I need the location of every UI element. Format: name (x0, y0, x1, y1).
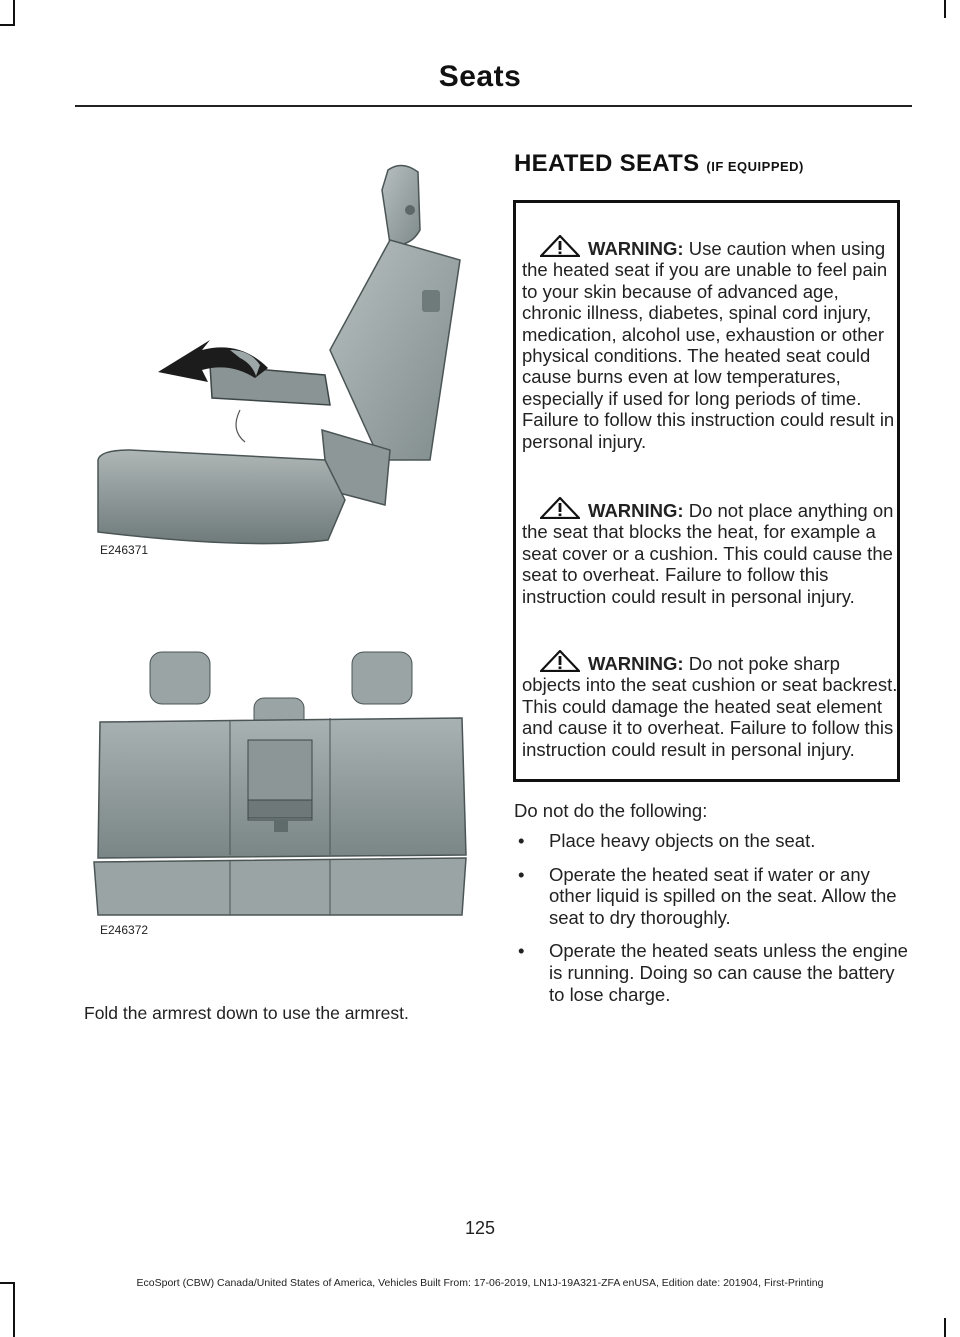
figure-code-1: E246371 (100, 543, 149, 557)
crop-mark-top-left-v (13, 0, 15, 26)
section-title-text: HEATED SEATS (514, 150, 700, 177)
list-item-text: Operate the heated seats unless the engi… (549, 940, 908, 1005)
warning-3-lead: WARNING: (588, 653, 684, 674)
header-divider (75, 105, 912, 107)
warning-1-text: Use caution when using the heated seat i… (522, 238, 895, 452)
list-item-text: Operate the heated seat if water or any … (549, 863, 897, 928)
figure-seat-side-armrest: E246371 (90, 160, 470, 560)
section-title: HEATED SEATS (IF EQUIPPED) (514, 150, 804, 178)
warning-3-text: Do not poke sharp objects into the seat … (522, 653, 898, 760)
do-not-intro: Do not do the following: (514, 800, 708, 821)
armrest-caption: Fold the armrest down to use the armrest… (84, 1003, 409, 1023)
section-title-qualifier: (IF EQUIPPED) (706, 159, 804, 174)
rear-seat-illustration (93, 651, 467, 916)
page-footer: EcoSport (CBW) Canada/United States of A… (136, 1277, 824, 1289)
warning-3: WARNING: Do not poke sharp objects into … (522, 650, 900, 760)
list-item: • Place heavy objects on the seat. (514, 830, 909, 852)
crop-mark-top-left-h (0, 24, 15, 26)
list-item: • Operate the heated seats unless the eng… (514, 940, 909, 1005)
crop-mark-bottom-left-v (13, 1282, 15, 1337)
page-number: 125 (464, 1218, 496, 1238)
crop-mark-bottom-right (944, 1318, 946, 1337)
warning-1: WARNING: Use caution when using the heat… (522, 235, 900, 452)
warning-1-lead: WARNING: (588, 238, 684, 259)
warning-2-text: Do not place anything on the seat that b… (522, 500, 894, 607)
warning-triangle-icon (540, 235, 580, 257)
do-not-list: • Place heavy objects on the seat. • Opera… (514, 830, 909, 1017)
seat-side-illustration (97, 164, 461, 545)
figure-code-2: E246372 (100, 923, 149, 937)
figure-rear-seat-armrest: E246372 (90, 640, 470, 940)
warning-triangle-icon (540, 497, 580, 519)
warning-2: WARNING: Do not place anything on the se… (522, 497, 900, 607)
crop-mark-top-right (944, 0, 946, 18)
warning-2-lead: WARNING: (588, 500, 684, 521)
warning-triangle-icon (540, 650, 580, 672)
page-header-title: Seats (438, 60, 522, 93)
list-item: • Operate the heated seat if water or any… (514, 864, 909, 929)
bullet-glyph: • (518, 940, 525, 962)
bullet-glyph: • (518, 830, 525, 851)
list-item-text: Place heavy objects on the seat. (549, 830, 816, 851)
crop-mark-bottom-left-h (0, 1282, 15, 1284)
bullet-glyph: • (518, 863, 525, 885)
warning-box (513, 200, 900, 782)
